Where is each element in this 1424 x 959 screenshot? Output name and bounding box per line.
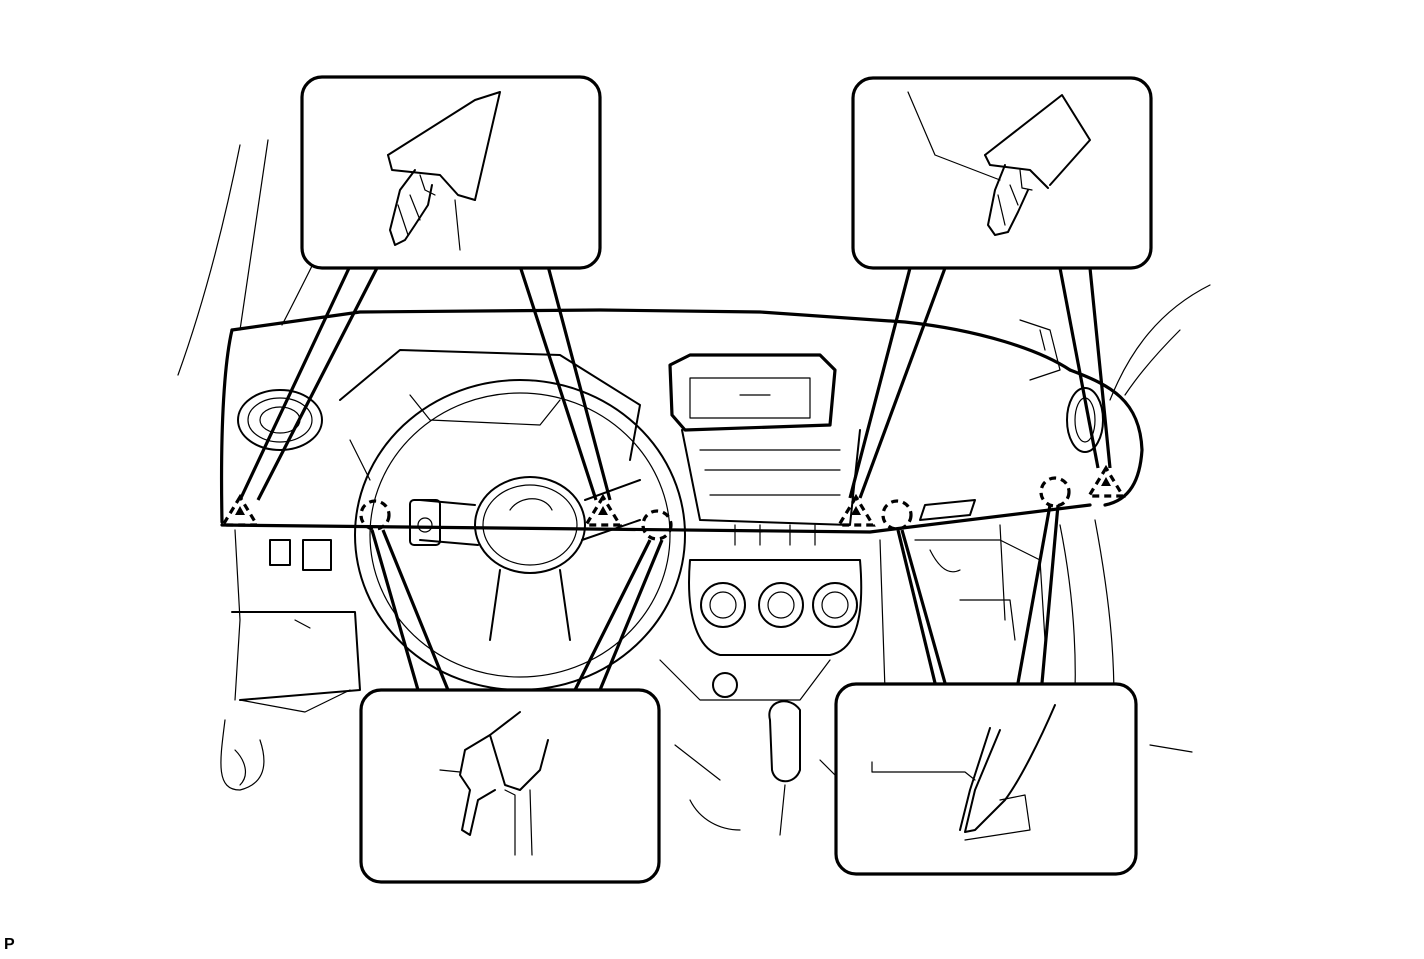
vehicle-interior-linework <box>177 139 1211 836</box>
clip-marker-left <box>220 493 260 527</box>
clip-marker-far-right <box>1086 464 1126 498</box>
claw-marker-far-right <box>1039 476 1071 508</box>
callout-upper-right <box>851 76 1153 270</box>
clip-marker-center-right <box>836 493 876 527</box>
claw-marker-wheel-right <box>641 509 673 541</box>
clip-marker-wheel-right <box>583 493 623 527</box>
clip-markers <box>220 464 1126 527</box>
callout-lower-left <box>359 688 661 884</box>
callout-lower-right <box>834 682 1138 876</box>
corner-label: P <box>4 936 15 953</box>
claw-marker-left <box>359 499 391 531</box>
claw-markers <box>359 476 1071 541</box>
claw-marker-center-right <box>881 499 913 531</box>
callout-upper-left <box>300 75 602 270</box>
leader-lines <box>238 265 1112 691</box>
